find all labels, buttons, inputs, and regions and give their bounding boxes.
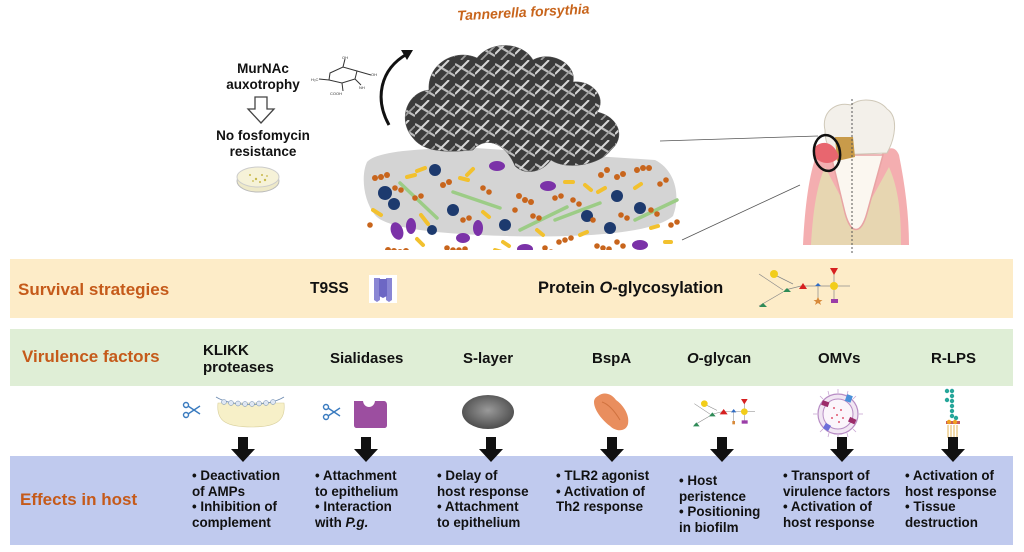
effects-bspa: • TLR2 agonist • Activation of Th2 respo…: [556, 468, 649, 515]
o-glycan-structure-icon: [693, 399, 755, 427]
down-arrow-icon: [710, 437, 734, 462]
effect-line: • Activation of: [905, 468, 995, 483]
effect-line: with P.g.: [315, 515, 398, 531]
svg-text:NH: NH: [359, 85, 365, 90]
tooth-illustration: [803, 99, 909, 253]
effect-line: in biofilm: [679, 519, 739, 535]
glycosylation-italic-o: O: [599, 279, 613, 297]
t9ss-secretion-system-icon: [369, 275, 397, 303]
effect-line-text: with: [315, 514, 346, 530]
effects-o-glycan: • Host peristence • Positioning in biofi…: [679, 473, 760, 535]
svg-text:COOH: COOH: [330, 91, 342, 96]
survival-strategies-band: [10, 259, 1013, 318]
virulence-factor-sialidases: Sialidases: [330, 350, 404, 367]
effect-line: peristence: [679, 488, 746, 504]
klikk-line1: KLIKK: [203, 342, 249, 359]
virulence-factor-s-layer: S-layer: [463, 350, 514, 367]
effects-omvs: • Transport of virulence factors • Activ…: [783, 468, 890, 530]
r-lps-icon: [944, 388, 960, 438]
down-arrow-icon: [830, 437, 854, 462]
glycan-structure-icon: [758, 268, 850, 307]
svg-text:OH: OH: [342, 55, 348, 60]
pg-italic: P.g.: [345, 514, 369, 530]
bspa-protein-icon: [594, 393, 629, 431]
effects-in-host-label: Effects in host: [20, 490, 138, 509]
virulence-factor-o-glycan: O-glycan: [687, 350, 751, 367]
effect-line: • Host: [679, 473, 718, 488]
effect-line: host response: [783, 514, 875, 530]
plaque-base: [363, 148, 677, 237]
virulence-factor-klikk-proteases: KLIKK proteases: [203, 342, 274, 376]
effect-line: to epithelium: [315, 483, 399, 499]
effects-sialidases: • Attachment to epithelium • Interaction…: [315, 468, 398, 530]
glycosylation-prefix: Protein: [538, 279, 600, 297]
sialidase-icon: [322, 401, 387, 428]
svg-text:H₃C: H₃C: [311, 77, 319, 82]
effects-r-lps: • Activation of host response • Tissue d…: [905, 468, 997, 530]
protein-o-glycosylation-label: Protein O-glycosylation: [538, 279, 723, 298]
virulence-factor-omvs: OMVs: [818, 350, 861, 367]
fosfomycin-line2: resistance: [229, 144, 297, 159]
effect-line: • Delay of: [437, 468, 498, 483]
effect-line: host response: [905, 483, 997, 499]
murnac-line2: auxotrophy: [226, 77, 300, 92]
effect-line: • Deactivation: [192, 468, 281, 483]
effect-line: • TLR2 agonist: [556, 468, 650, 483]
petri-dish-icon: [236, 166, 280, 193]
virulence-factor-r-lps: R-LPS: [931, 350, 976, 367]
down-arrow-icon: [231, 437, 255, 462]
effect-line: • Inhibition of: [192, 499, 278, 514]
effect-line: of AMPs: [192, 483, 246, 499]
effect-line: • Interaction: [315, 499, 392, 514]
o-glycan-italic-o: O: [687, 350, 699, 367]
svg-text:OH: OH: [371, 72, 377, 77]
hollow-down-arrow-icon: [246, 96, 276, 124]
murnac-auxotrophy-label: MurNAc auxotrophy: [208, 61, 318, 93]
effect-line: to epithelium: [437, 514, 521, 530]
effect-line: • Tissue: [905, 499, 956, 514]
effects-s-layer: • Delay of host response • Attachment to…: [437, 468, 529, 530]
no-fosfomycin-resistance-label: No fosfomycin resistance: [197, 128, 329, 160]
effect-line: • Attachment: [437, 499, 519, 514]
fosfomycin-line1: No fosfomycin: [216, 128, 310, 143]
virulence-factor-bspa: BspA: [592, 350, 632, 367]
o-glycan-suffix: -glycan: [698, 350, 752, 367]
down-arrow-icon: [941, 437, 965, 462]
glycosylation-suffix: -glycosylation: [612, 279, 724, 297]
effects-in-host-band: [10, 456, 1013, 545]
omv-vesicle-icon: [813, 389, 863, 439]
virulence-factors-band: [10, 329, 1013, 386]
effects-klikk: • Deactivation of AMPs • Inhibition of c…: [192, 468, 280, 530]
effect-line: • Activation of: [556, 483, 646, 499]
down-arrow-icon: [479, 437, 503, 462]
effect-line: • Attachment: [315, 468, 397, 483]
murnac-line1: MurNAc: [237, 61, 289, 76]
down-arrow-icon: [600, 437, 624, 462]
sem-bacteria-cluster: [404, 45, 620, 172]
down-arrow-icon: [354, 437, 378, 462]
s-layer-icon: [462, 395, 514, 429]
klikk-protease-icon: [182, 396, 285, 428]
effect-line: • Transport of: [783, 468, 870, 483]
survival-strategies-label: Survival strategies: [18, 280, 170, 299]
murnac-molecule-icon: OH OH H₃C COOH NH: [311, 55, 377, 96]
curved-arrow-icon: [379, 50, 413, 126]
effect-line: Th2 response: [556, 499, 644, 514]
biofilm-illustration: [363, 45, 680, 250]
effect-line: • Activation of: [783, 499, 873, 514]
effect-line: host response: [437, 483, 529, 499]
virulence-factors-label: Virulence factors: [22, 347, 160, 366]
klikk-line2: proteases: [203, 359, 274, 376]
callout-lines: [659, 135, 819, 241]
effect-line: • Positioning: [679, 504, 761, 519]
effect-line: virulence factors: [783, 483, 891, 499]
effect-line: destruction: [905, 514, 978, 530]
effect-line: complement: [192, 514, 271, 530]
t9ss-label: T9SS: [310, 280, 349, 297]
